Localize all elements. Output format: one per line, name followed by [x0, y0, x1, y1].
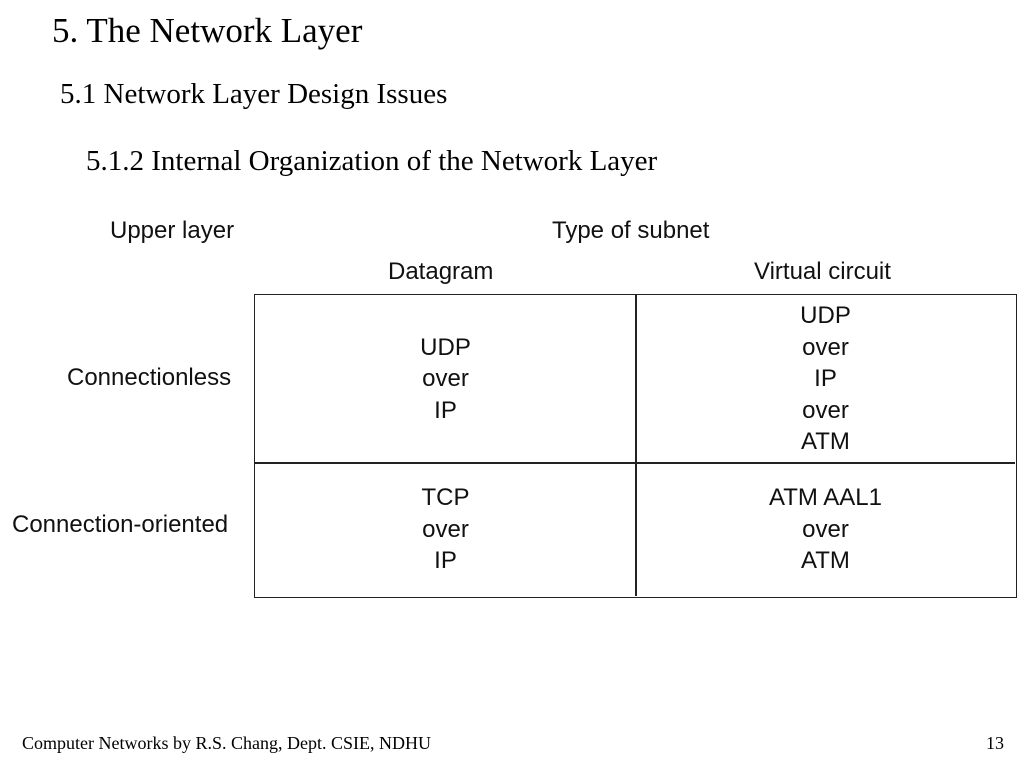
- cell-line: over: [802, 396, 849, 424]
- cell-line: ATM: [801, 428, 850, 456]
- cell-connection-oriented-virtual-circuit: ATM AAL1 over ATM: [636, 463, 1015, 596]
- cell-line: UDP: [800, 302, 851, 330]
- slide-title: 5. The Network Layer: [52, 11, 363, 50]
- upper-layer-label: Upper layer: [110, 217, 235, 244]
- cell-line: IP: [814, 365, 837, 393]
- footer-credit: Computer Networks by R.S. Chang, Dept. C…: [22, 733, 431, 753]
- row-header-connectionless: Connectionless: [67, 364, 232, 391]
- cell-connectionless-virtual-circuit: UDP over IP over ATM: [636, 295, 1015, 463]
- cell-line: over: [422, 515, 469, 543]
- column-header-virtual-circuit: Virtual circuit: [754, 258, 891, 285]
- grid-column-divider: [635, 295, 637, 596]
- column-header-datagram: Datagram: [388, 258, 494, 285]
- cell-connection-oriented-datagram: TCP over IP: [255, 463, 636, 596]
- page-number: 13: [986, 733, 1004, 753]
- comparison-grid: UDP over IP UDP over IP over ATM TCP ove…: [254, 294, 1017, 598]
- cell-line: IP: [434, 547, 457, 575]
- cell-line: TCP: [421, 484, 470, 512]
- cell-line: over: [802, 515, 849, 543]
- section-heading: 5.1 Network Layer Design Issues: [60, 78, 448, 110]
- cell-connectionless-datagram: UDP over IP: [255, 295, 636, 463]
- cell-line: ATM AAL1: [769, 484, 882, 512]
- cell-line: UDP: [420, 333, 471, 361]
- subnet-type-label: Type of subnet: [552, 217, 710, 244]
- cell-line: IP: [434, 396, 457, 424]
- row-header-connection-oriented: Connection-oriented: [12, 511, 229, 538]
- grid-row-divider: [255, 462, 1015, 464]
- cell-line: over: [802, 333, 849, 361]
- cell-line: over: [422, 365, 469, 393]
- subsection-heading: 5.1.2 Internal Organization of the Netwo…: [86, 145, 658, 177]
- cell-line: ATM: [801, 547, 850, 575]
